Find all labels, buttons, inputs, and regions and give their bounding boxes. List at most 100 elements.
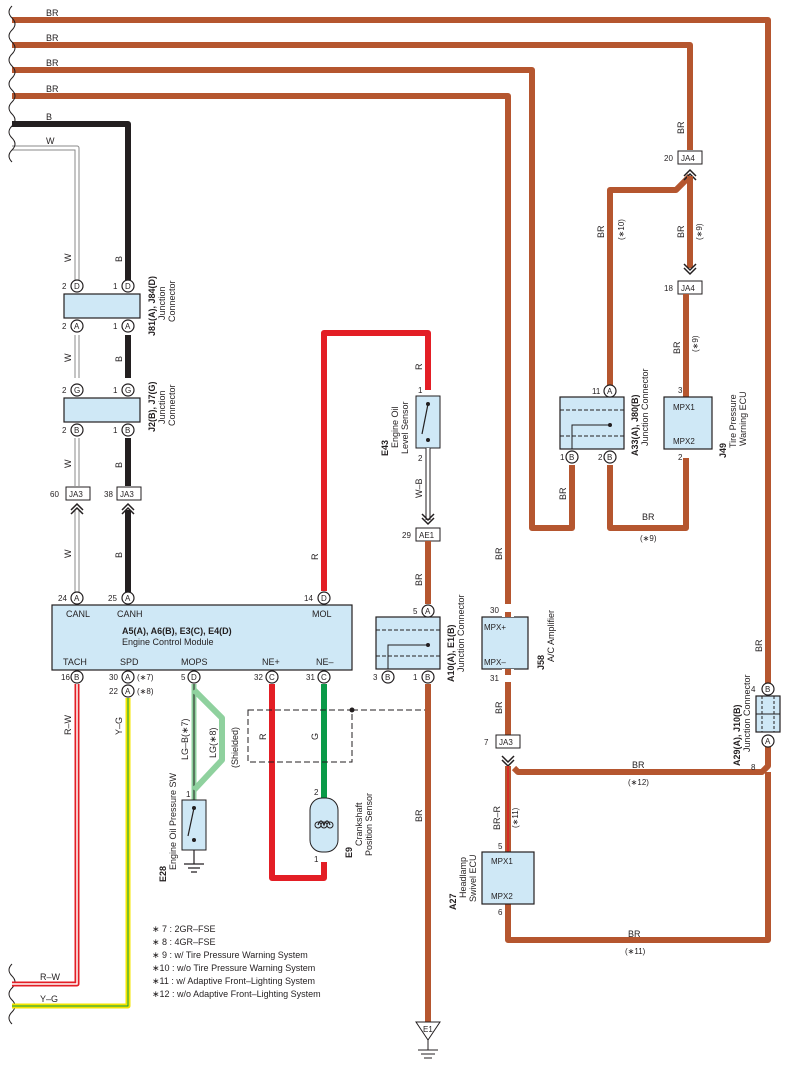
ja4-pin-20: 20 [664, 154, 673, 163]
wire-label-a33-br: BR [596, 225, 606, 238]
wire-label-b4: B [114, 552, 124, 558]
note-9-b: (∗9) [691, 335, 700, 352]
j81-num-tr: 1 [113, 282, 118, 291]
j2-num-tr: 1 [113, 386, 118, 395]
wire-label-ne-plus: R [258, 733, 268, 740]
ecm-pin-5: 5 [181, 673, 186, 682]
j49-name: J49 [718, 443, 728, 458]
ecm-label-ne-minus: NE– [316, 657, 334, 667]
j81-name: J81(A), J84(D) [147, 276, 157, 336]
ecm-pin-mol-conn: D [321, 594, 327, 603]
ecm-pin-32: 32 [254, 673, 263, 682]
j2-desc2: Connector [167, 384, 177, 426]
ecm-label-ne-plus: NE+ [262, 657, 280, 667]
e43-oil-level-sensor: 1 2 E43 Engine Oil Level Sensor [380, 386, 441, 463]
a33-pin-b-2: B [607, 453, 612, 462]
j81-desc1: Junction [157, 286, 167, 320]
wire-label-b2: B [114, 356, 124, 362]
j81-pin-d-left: D [74, 282, 80, 291]
a10-num-1: 1 [413, 673, 418, 682]
a27-desc1: Headlamp [458, 857, 468, 898]
j81-junction-connector: D D A A 2 1 2 1 J81(A), J84(D) Junction … [62, 276, 177, 336]
note-12: (∗12) [628, 778, 649, 787]
wire-label-br-2: BR [46, 33, 59, 43]
wire-label-yg-bottom: Y–G [40, 994, 58, 1004]
a33-pin-a: A [607, 387, 613, 396]
legend-item-12: ∗12 : w/o Adaptive Front–Lighting System [152, 989, 321, 999]
top-br-wires [12, 17, 771, 742]
j2-num-br: 1 [113, 426, 118, 435]
wire-label-w4: W [63, 549, 73, 558]
a33-num-2: 2 [598, 453, 603, 462]
e43-pin-1: 1 [418, 386, 423, 395]
wire-label-br-r: BR–R [492, 805, 502, 830]
a27-pin-6: 6 [498, 908, 503, 917]
e43-pin-2: 2 [418, 454, 423, 463]
wire-label-rw-bottom: R–W [40, 972, 61, 982]
j2-num-bl: 2 [62, 426, 67, 435]
wire-label-wb: W–B [414, 478, 424, 498]
wire-label-a29-top: BR [754, 639, 764, 652]
note-9-a: (∗9) [695, 223, 704, 240]
note-9-bot: (∗9) [640, 534, 657, 543]
a29-num-8: 8 [751, 763, 756, 772]
mol-wire [321, 330, 431, 591]
ecm-label-canl: CANL [66, 609, 90, 619]
ecm-label-tach: TACH [63, 657, 87, 667]
j81-pin-a-left: A [74, 322, 80, 331]
wire-label-ae1-br: BR [414, 573, 424, 586]
ae1-connector: AE1 29 [402, 527, 441, 542]
a10-num-5: 5 [413, 607, 418, 616]
ja3-label-w: JA3 [69, 490, 83, 499]
ecm-pin-16: 16 [61, 673, 70, 682]
shield [247, 684, 431, 763]
ae1-pin-29: 29 [402, 531, 411, 540]
a27-mpx1: MPX1 [491, 857, 513, 866]
legend: ∗ 7 : 2GR–FSE ∗ 8 : 4GR–FSE ∗ 9 : w/ Tir… [152, 924, 321, 999]
a33-pin-b-1: B [569, 453, 574, 462]
a29-pin-a: A [765, 737, 771, 746]
j49-tire-pressure-ecu: MPX1 MPX2 3 2 J49 Tire Pressure Warning … [663, 386, 748, 462]
j49-mpx1: MPX1 [673, 403, 695, 412]
a29-junction-connector: B A 4 8 A29(A), J10(B) Junction Connecto… [732, 674, 781, 772]
wire-label-j58-top: BR [494, 547, 504, 560]
wire-label-e43-top: R [414, 363, 424, 370]
a33-name: A33(A), J80(B) [630, 394, 640, 456]
ecm-label-spd: SPD [120, 657, 139, 667]
a29-name: A29(A), J10(B) [732, 704, 742, 766]
mops-wire [191, 684, 225, 800]
ecm-desc: Engine Control Module [122, 637, 214, 647]
ecm-name: A5(A), A6(B), E3(C), E4(D) [122, 626, 232, 636]
wire-label-ne-minus: G [310, 733, 320, 740]
wire-label-yg: Y–G [114, 717, 124, 735]
wire-label-b3: B [114, 462, 124, 468]
a10-pin-b-left: B [385, 673, 390, 682]
j81-pin-d-right: D [125, 282, 131, 291]
a10-pin-a: A [425, 607, 431, 616]
ja3-left-connectors: JA3 JA3 60 38 [50, 486, 142, 515]
tach-wire [12, 684, 80, 987]
a33-num-11: 11 [592, 387, 601, 396]
ja3-label-b: JA3 [120, 490, 134, 499]
a10-junction-connector: A B B 5 3 1 A10(A), E1(B) Junction Conne… [373, 594, 466, 684]
j2-pin-g-right: G [125, 386, 131, 395]
a10-pin-b-right: B [425, 673, 430, 682]
note-10: (∗10) [617, 219, 626, 240]
wire-label-lgb: LG–B(∗7) [180, 718, 190, 760]
j81-num-br: 1 [113, 322, 118, 331]
j58-ac-amplifier: MPX+ MPX– 30 31 J58 A/C Amplifier [481, 606, 556, 683]
ecm-pin-22-conn: A [125, 687, 131, 696]
j2-pin-g-left: G [74, 386, 80, 395]
ecm-label-mops: MOPS [181, 657, 208, 667]
j49-mpx2: MPX2 [673, 437, 695, 446]
spd-wire [12, 698, 131, 1009]
wire-label-w3: W [63, 459, 73, 468]
ja4-pin-18: 18 [664, 284, 673, 293]
a27-mpx2: MPX2 [491, 892, 513, 901]
e9-crankshaft-sensor: 2 1 E9 Crankshaft Position Sensor [309, 788, 374, 864]
ecm-pin-canl-conn: A [74, 594, 80, 603]
j81-num-tl: 2 [62, 282, 67, 291]
ecm-pin-14: 14 [304, 594, 313, 603]
e9-pin-1: 1 [314, 855, 319, 864]
